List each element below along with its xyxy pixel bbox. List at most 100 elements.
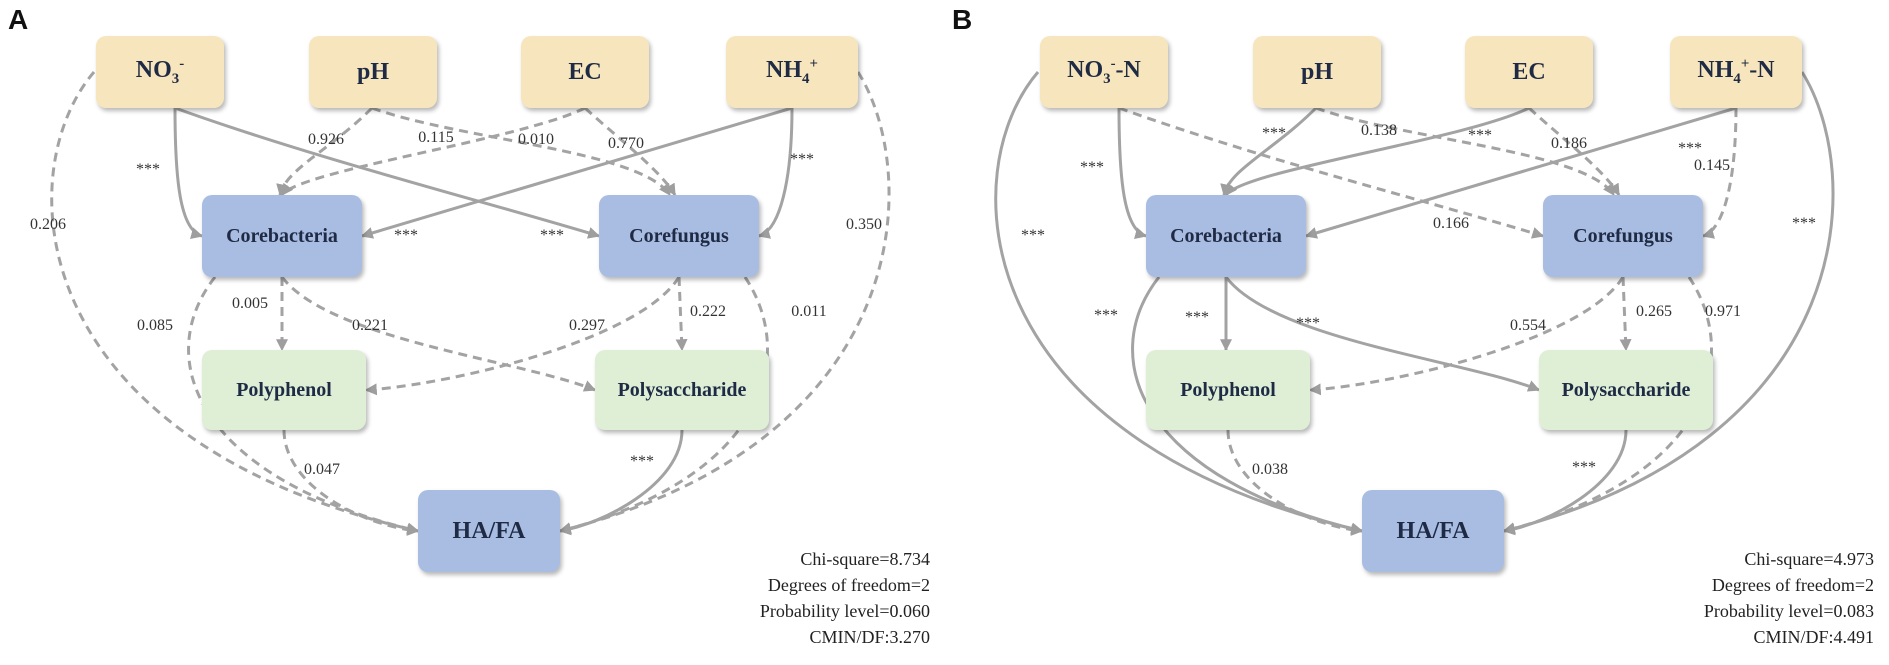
node-hafa: HA/FA [1362,490,1504,572]
model-fit-stats: Chi-square=4.973 Degrees of freedom=2 Pr… [1704,546,1874,650]
edge-corebacteria-to-polysaccharide [1224,276,1541,392]
edge-nh4-to-hafa [558,71,891,535]
edge-corefungus-to-polyphenol [1308,276,1625,396]
edge-ec-to-corefungus [1527,106,1621,197]
edge-polyphenol-to-hafa [282,429,420,536]
node-ph-label: pH [356,58,389,85]
path-label: *** [1021,227,1045,244]
node-hafa-label: HA/FA [452,517,526,544]
panel-letter: B [952,4,973,35]
path-label: 0.085 [137,317,173,334]
node-corebacteria: Corebacteria [202,195,362,277]
node-ph: pH [1253,36,1381,108]
node-corefungus: Corefungus [599,195,759,277]
edge-ph-to-corebacteria [1220,106,1318,197]
edge-no3-to-corebacteria [173,107,204,239]
path-label: 0.926 [308,131,344,148]
path-label: 0.186 [1551,135,1587,152]
degrees-of-freedom: Degrees of freedom=2 [1711,575,1874,595]
path-label: *** [1678,140,1702,157]
edge-corefungus-to-polyphenol [364,276,681,396]
edge-no3-to-hafa [50,71,420,535]
edge-no3-to-hafa [994,71,1364,535]
node-corebacteria-label: Corebacteria [226,224,338,247]
node-no3-label: NO3--N [1067,56,1141,87]
node-corefungus: Corefungus [1543,195,1703,277]
node-nh4-label: NH4+ [766,56,818,87]
edge-no3-to-corefungus [174,106,601,239]
edge-corebacteria-to-hafa [187,276,420,535]
path-label: 0.554 [1510,317,1546,334]
edge-polyphenol-to-hafa [1226,429,1364,536]
path-label: 0.770 [608,135,644,152]
path-label: 0.206 [30,216,66,233]
path-label: *** [1262,125,1286,142]
probability-level: Probability level=0.083 [1703,601,1874,621]
node-ph-label: pH [1300,58,1333,85]
path-label: 0.005 [232,295,268,312]
chi-square: Chi-square=8.734 [800,549,930,569]
panel-letter: A [8,4,29,35]
edge-polysaccharide-to-hafa [1502,429,1628,536]
path-label: 0.047 [304,461,340,478]
path-label: *** [630,453,654,470]
path-label: *** [1296,315,1320,332]
node-hafa-label: HA/FA [1396,517,1470,544]
node-polyphenol: Polyphenol [202,350,366,430]
node-polyphenol-label: Polyphenol [1180,378,1276,401]
probability-level: Probability level=0.060 [759,601,930,621]
node-ec: EC [521,36,649,108]
edge-nh4-to-corebacteria [360,106,793,239]
model-fit-stats: Chi-square=8.734 Degrees of freedom=2 Pr… [760,546,930,650]
path-label: *** [394,227,418,244]
edge-corefungus-to-polysaccharide [1619,276,1632,352]
degrees-of-freedom: Degrees of freedom=2 [767,575,930,595]
edge-ec-to-corebacteria [280,106,586,197]
path-label: 0.038 [1252,461,1288,478]
node-nh4: NH4+ [726,36,858,108]
edge-corebacteria-to-polysaccharide [280,276,597,392]
path-label: 0.138 [1361,122,1397,139]
node-polysaccharide-label: Polysaccharide [617,378,747,401]
path-label: 0.011 [791,303,827,320]
edge-nh4-to-corebacteria [1304,106,1737,239]
edge-ph-to-corebacteria [276,106,374,197]
edge-polysaccharide-to-hafa [558,429,684,536]
panel-b: B NO3--N pH EC NH4+-N Corebacteria Coref… [944,0,1888,665]
node-ec-label: EC [1512,58,1546,85]
node-polyphenol: Polyphenol [1146,350,1310,430]
path-label: *** [790,151,814,168]
node-polysaccharide: Polysaccharide [1539,350,1713,430]
path-label: 0.297 [569,317,605,334]
path-label: *** [540,227,564,244]
cmin-df: CMIN/DF:3.270 [809,627,930,647]
path-label: 0.010 [518,131,554,148]
edge-nh4-to-hafa [1502,71,1835,535]
node-nh4: NH4+-N [1670,36,1802,108]
node-no3-label: NO3- [135,56,185,87]
edge-ec-to-corebacteria [1224,106,1530,197]
node-ec-label: EC [568,58,602,85]
edge-corefungus-to-polysaccharide [675,276,688,352]
node-polyphenol-label: Polyphenol [236,378,332,401]
path-label: *** [1094,307,1118,324]
edge-ph-to-corefungus [1315,106,1616,196]
node-ec: EC [1465,36,1593,108]
node-hafa: HA/FA [418,490,560,572]
path-label: 0.115 [418,129,454,146]
node-corebacteria-label: Corebacteria [1170,224,1282,247]
node-corefungus-label: Corefungus [1573,224,1673,247]
path-label: 0.971 [1705,303,1741,320]
node-polysaccharide: Polysaccharide [595,350,769,430]
edge-no3-to-corefungus [1118,106,1545,239]
edge-ec-to-corefungus [583,106,677,197]
path-label: 0.166 [1433,215,1469,232]
chi-square: Chi-square=4.973 [1744,549,1874,569]
edge-nh4-to-corefungus [757,107,794,239]
edge-ph-to-corefungus [371,106,672,196]
path-label: *** [1185,309,1209,326]
node-polysaccharide-label: Polysaccharide [1561,378,1691,401]
node-corebacteria: Corebacteria [1146,195,1306,277]
path-label: 0.222 [690,303,726,320]
path-label: *** [1572,459,1596,476]
